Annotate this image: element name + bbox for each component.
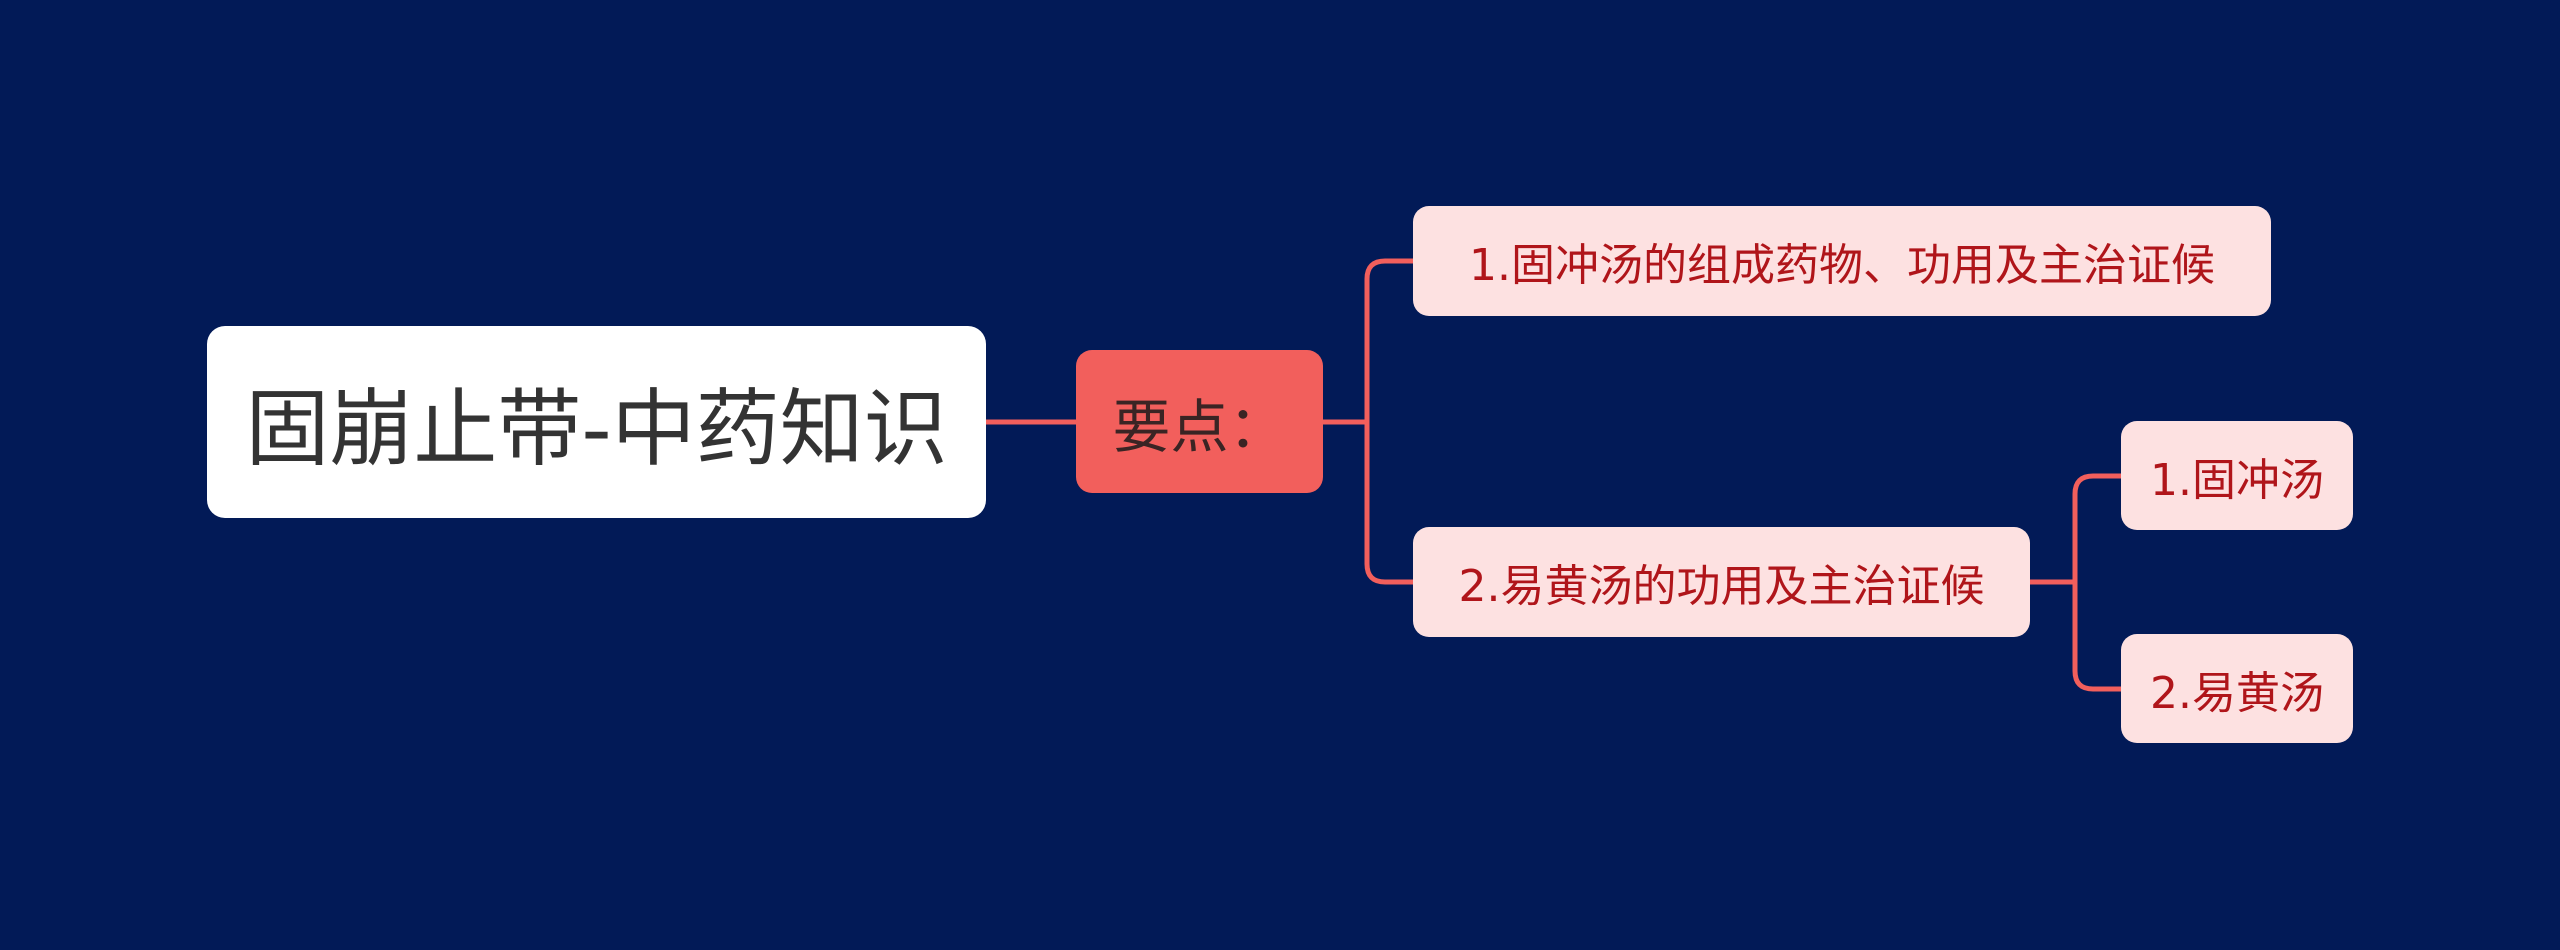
branch-topic-2[interactable]: 2.易黄汤的功用及主治证候 (1413, 527, 2030, 637)
branch-topic-1-label: 1.固冲汤的组成药物、功用及主治证候 (1469, 240, 2215, 291)
key-points-topic[interactable]: 要点： (1076, 350, 1323, 493)
branch-topic-2-label: 2.易黄汤的功用及主治证候 (1458, 561, 1985, 612)
subtopic-gu-chong-tang[interactable]: 1.固冲汤 (2121, 421, 2353, 530)
root-topic-label: 固崩止带-中药知识 (245, 379, 948, 478)
subtopic-yi-huang-tang[interactable]: 2.易黄汤 (2121, 634, 2353, 743)
connector-hub-branch-2 (1364, 419, 1416, 585)
connector-branch2-child-1 (2027, 473, 2124, 585)
key-points-label: 要点： (1112, 392, 1287, 461)
branch-topic-1[interactable]: 1.固冲汤的组成药物、功用及主治证候 (1413, 206, 2271, 316)
connector-hub-branch-1 (1320, 258, 1416, 425)
connector-branch2-child-2 (2072, 579, 2124, 692)
root-topic[interactable]: 固崩止带-中药知识 (207, 326, 986, 518)
subtopic-yi-huang-tang-label: 2.易黄汤 (2150, 667, 2324, 719)
subtopic-gu-chong-tang-label: 1.固冲汤 (2150, 454, 2324, 506)
